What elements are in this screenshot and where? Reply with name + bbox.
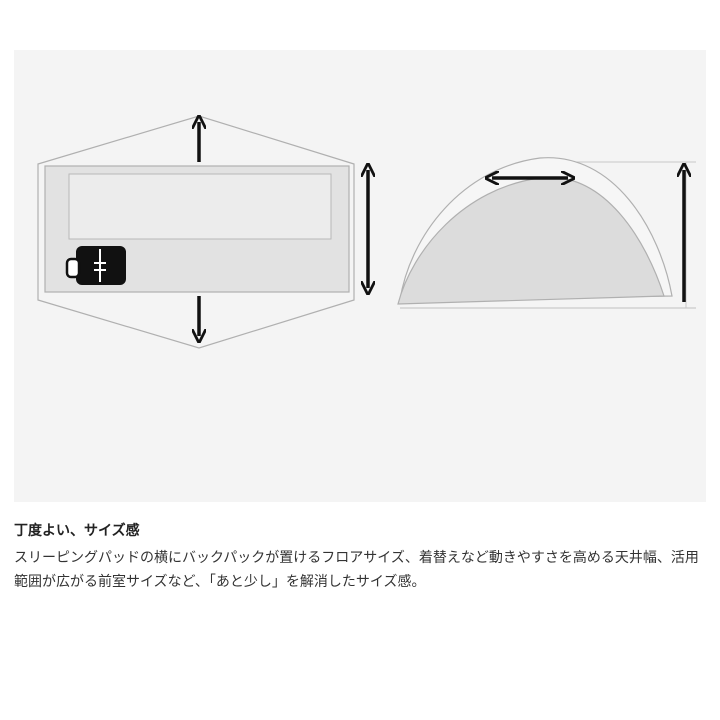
- floor-plan-top-view: [37, 116, 368, 349]
- tent-side-view: [397, 157, 696, 309]
- tent-diagram: [37, 50, 696, 349]
- caption: 丁度よい、サイズ感 スリーピングパッドの横にバックパックが置けるフロアサイズ、着…: [14, 520, 706, 594]
- figure-panel: [14, 50, 706, 502]
- caption-body: スリーピングパッドの横にバックパックが置けるフロアサイズ、着替えなど動きやすさを…: [14, 550, 699, 590]
- backpack-icon: [65, 246, 126, 285]
- sleeping-pad: [68, 173, 332, 240]
- caption-heading: 丁度よい、サイズ感: [14, 523, 140, 539]
